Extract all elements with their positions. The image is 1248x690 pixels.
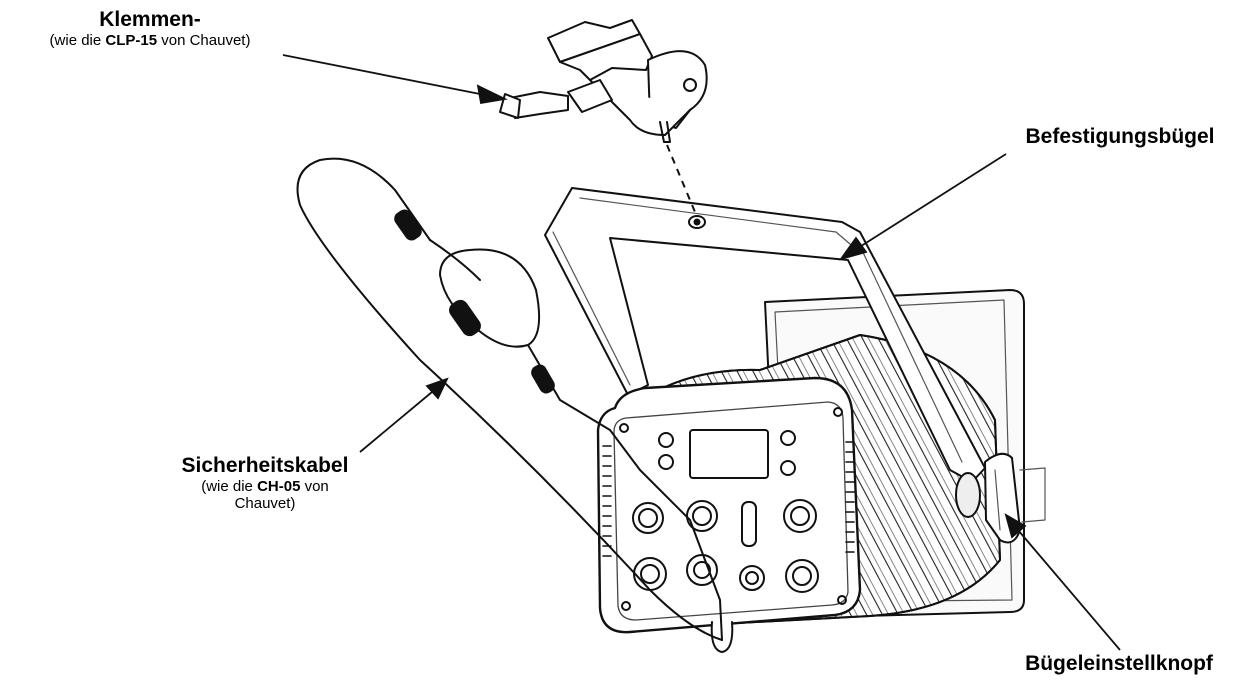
clamp-sub-suffix: von Chauvet) <box>157 32 251 50</box>
cable-leader <box>359 391 433 453</box>
knob-label: Bügeleinstellknopf <box>990 652 1248 676</box>
cable-sub-suffix: von <box>300 478 329 496</box>
bracket-arrowhead <box>838 236 868 261</box>
cable-arrowhead <box>425 377 449 400</box>
clamp-arrowhead <box>476 84 508 105</box>
leader-arrows <box>282 54 1121 651</box>
cable-sub-prefix: (wie die <box>201 478 258 496</box>
mounting-bracket <box>544 187 986 483</box>
clamp-leader <box>282 54 486 96</box>
safety-cable <box>296 157 723 641</box>
mounting-clamp <box>499 19 708 143</box>
bracket-label: Befestigungsbügel <box>990 125 1248 149</box>
clamp-sub-prefix: (wie die <box>49 32 106 50</box>
cable-sub-line2: Chauvet) <box>234 495 296 513</box>
bracket-title: Befestigungsbügel <box>1025 125 1215 148</box>
knob-title: Bügeleinstellknopf <box>1025 652 1213 675</box>
knob-leader <box>1017 529 1121 651</box>
clamp-label: Klemmen- (wie die CLP-15 von Chauvet) <box>20 8 280 49</box>
front-panel <box>596 376 862 653</box>
bracket-leader <box>857 153 1007 249</box>
cable-model: CH-05 <box>257 478 301 496</box>
safety-cable-title: Sicherheitskabel <box>181 454 349 477</box>
knob-arrowhead <box>1004 513 1027 539</box>
clamp-model: CLP-15 <box>105 32 158 50</box>
clamp-subtitle: (wie die CLP-15 von Chauvet) <box>20 32 280 49</box>
clamp-title: Klemmen- <box>99 8 201 31</box>
